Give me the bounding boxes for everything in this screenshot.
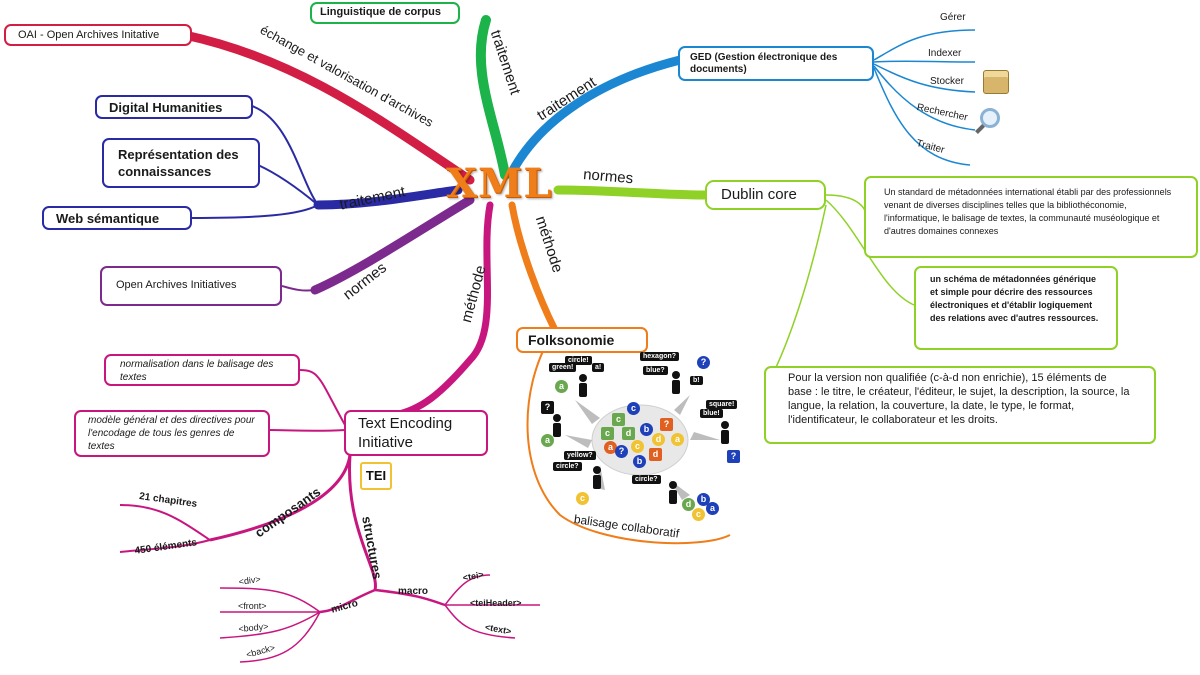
folk-glyph-a: a: [604, 441, 617, 454]
folk-tag: circle?: [553, 462, 582, 471]
magnifier-icon: [980, 108, 1000, 128]
folk-glyph-c: c: [692, 508, 705, 521]
folk-people: [553, 371, 729, 504]
ged-item-stocker[interactable]: Stocker: [930, 76, 964, 87]
folk-glyph-d: d: [652, 433, 665, 446]
folk-glyph-b: b: [633, 455, 646, 468]
folk-glyph-d: d: [649, 448, 662, 461]
folk-tag: circle!: [565, 356, 592, 365]
dublin-definition-2: un schéma de métadonnées générique et si…: [914, 266, 1118, 350]
folk-glyph-q: ?: [727, 450, 740, 463]
node-digital-humanities[interactable]: Digital Humanities: [95, 95, 253, 119]
macro-item-teiheader[interactable]: <teiHeader>: [470, 598, 522, 608]
folk-glyph-a: a: [706, 502, 719, 515]
folk-glyph-q: ?: [660, 418, 673, 431]
folk-glyph-c: c: [612, 413, 625, 426]
branch-methode-folk: [508, 201, 559, 334]
folk-glyph-b: b: [697, 493, 710, 506]
node-linguistique-corpus[interactable]: Linguistique de corpus: [310, 2, 460, 24]
node-folksonomie[interactable]: Folksonomie: [516, 327, 648, 353]
folk-tag: yellow?: [564, 451, 596, 460]
folk-glyph-c: c: [631, 440, 644, 453]
ged-item-indexer[interactable]: Indexer: [928, 48, 962, 59]
folk-glyph-d: d: [622, 427, 635, 440]
tei-note-normalisation: normalisation dans le balisage des texte…: [104, 354, 300, 386]
branch-normes-right: [553, 185, 710, 200]
folk-tag: blue!: [700, 409, 723, 418]
folk-tag: hexagon?: [640, 352, 680, 361]
branch-methode-tei: [391, 201, 494, 419]
branch-traitement-left: [313, 185, 463, 210]
folk-tag: square!: [706, 400, 738, 409]
storage-box-icon: [983, 70, 1009, 94]
label-macro: macro: [398, 586, 429, 597]
branch-echange: [180, 30, 475, 185]
node-ged[interactable]: GED (Gestion électronique des documents): [678, 46, 874, 81]
folk-glyph-b: b: [640, 423, 653, 436]
folk-glyph-c: c: [576, 492, 589, 505]
folk-glyph-q: ?: [615, 445, 628, 458]
folk-tag: b!: [690, 376, 703, 385]
folk-glyph-d: d: [682, 498, 695, 511]
node-web-semantique[interactable]: Web sémantique: [42, 206, 192, 230]
dublin-definition-3: Pour la version non qualifiée (c-à-d non…: [764, 366, 1156, 444]
folk-tag: green!: [549, 363, 577, 372]
branch-ged: [507, 55, 685, 177]
dublin-definition-1: Un standard de métadonnées international…: [864, 176, 1198, 258]
node-open-archives-initiatives[interactable]: Open Archives Initiatives: [100, 266, 282, 306]
branch-corpus: [475, 15, 510, 180]
branch-normes-left: [310, 195, 475, 295]
tei-note-modele: modèle général et des directives pour l'…: [74, 410, 270, 457]
folk-tag: circle?: [632, 475, 661, 484]
folk-glyph-a: a: [671, 433, 684, 446]
folk-glyph-q: ?: [697, 356, 710, 369]
micro-item-front[interactable]: <front>: [238, 601, 267, 611]
central-topic-xml[interactable]: XML: [446, 160, 553, 207]
ged-item-gerer[interactable]: Gérer: [940, 12, 966, 23]
folk-tag: blue?: [643, 366, 668, 375]
node-oai[interactable]: OAI - Open Archives Initative: [4, 24, 192, 46]
folk-glyph-a: a: [541, 434, 554, 447]
folk-glyph-c: c: [627, 402, 640, 415]
node-dublin-core[interactable]: Dublin core: [705, 180, 826, 210]
folk-glyph-q: ?: [541, 401, 554, 414]
node-text-encoding-initiative[interactable]: Text Encoding Initiative: [344, 410, 488, 456]
node-representation-connaissances[interactable]: Représentation des connaissances: [102, 138, 260, 188]
folk-glyph-c: c: [601, 427, 614, 440]
folk-glyph-a: a: [555, 380, 568, 393]
tei-logo: TEI: [360, 462, 392, 490]
folk-tag: a!: [592, 363, 605, 372]
